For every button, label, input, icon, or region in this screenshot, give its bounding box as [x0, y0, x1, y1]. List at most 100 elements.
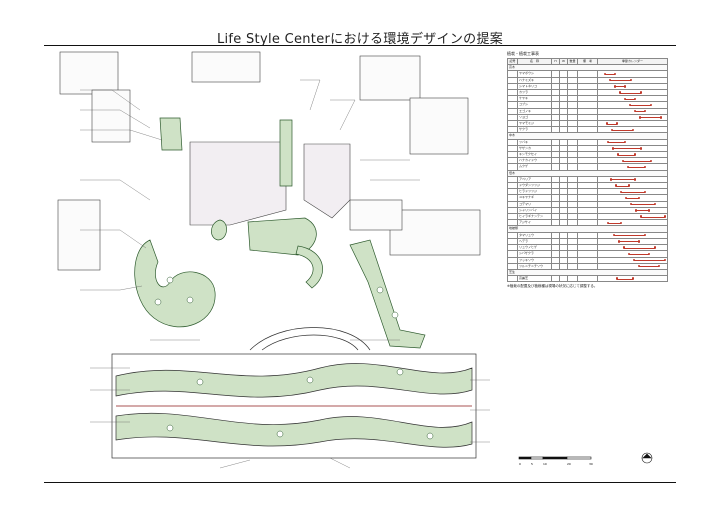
- season-dot: [617, 153, 620, 156]
- schedule-section-label: 芝生: [507, 268, 668, 277]
- season-dot: [644, 233, 647, 237]
- season-dot: [612, 147, 615, 150]
- season-bar: [619, 241, 639, 243]
- season-dot: [606, 122, 609, 125]
- schedule-row: フッキソウ: [507, 256, 668, 264]
- season-dot: [619, 91, 622, 94]
- terrace-outline: [303, 143, 351, 219]
- schedule-row: ツルニチニチソウ: [507, 262, 668, 270]
- site-plan: [57, 51, 490, 469]
- planting-schedule: 植栽・植栽工事表 記号 名 称 H W 数量 備 考 季節カレンダー 高木ヤマボ…: [507, 51, 668, 289]
- tree: [196, 378, 204, 386]
- season-bar: [624, 247, 655, 249]
- tree: [166, 424, 174, 432]
- season-bar: [623, 160, 651, 162]
- season-bar: [617, 278, 633, 280]
- calendar-cell: [597, 88, 668, 97]
- season-dot: [644, 109, 647, 113]
- season-dot: [635, 209, 638, 212]
- building-west: [57, 199, 101, 271]
- season-dot: [664, 215, 667, 218]
- season-bar: [620, 92, 641, 94]
- season-dot: [638, 240, 641, 243]
- building-east: [389, 209, 481, 256]
- median-upper: [115, 363, 473, 398]
- season-dot: [618, 240, 621, 243]
- season-bar: [621, 191, 645, 193]
- season-dot: [610, 178, 613, 181]
- season-bar: [610, 80, 631, 82]
- season-bar: [635, 111, 645, 113]
- calendar-cell: [597, 82, 668, 91]
- season-bar: [616, 185, 629, 187]
- season-dot: [613, 233, 616, 237]
- season-dot: [644, 165, 647, 169]
- calendar-cell: [597, 262, 668, 270]
- schedule-note: ※植栽の配置及び植栽種は現場の状況に応じて調整する。: [507, 284, 598, 289]
- season-bar: [625, 98, 635, 100]
- scale-bar: 0 5 10 20 30: [518, 452, 653, 466]
- schedule-cell: [567, 275, 578, 283]
- schedule-row: ヤマモミジ: [507, 120, 668, 128]
- season-bar: [629, 253, 649, 255]
- season-dot: [628, 252, 631, 255]
- season-dot: [625, 196, 628, 200]
- plant-name: 高麗芝: [517, 275, 552, 283]
- season-bar: [639, 266, 659, 268]
- season-bar: [605, 73, 615, 75]
- bottom-rule: [44, 482, 676, 483]
- schedule-cell: [559, 275, 568, 283]
- season-bar: [608, 142, 625, 144]
- season-dot: [628, 184, 631, 187]
- season-bar: [641, 216, 665, 218]
- schedule-row: アベリア: [507, 175, 668, 184]
- building-nw: [59, 51, 119, 95]
- season-dot: [627, 165, 630, 169]
- schedule-row: 高麗芝: [507, 275, 668, 283]
- season-dot: [624, 85, 627, 88]
- season-bar: [626, 197, 639, 199]
- season-dot: [658, 265, 661, 268]
- schedule-section-row: 高木: [507, 64, 668, 72]
- season-bar: [612, 129, 633, 131]
- season-bar: [634, 260, 665, 261]
- calendar-cell: [597, 76, 668, 84]
- schedule-row: コブシ: [507, 101, 668, 109]
- schedule-section-label: 高木: [507, 64, 668, 72]
- season-bar: [636, 210, 649, 212]
- season-dot: [644, 190, 647, 193]
- tree: [186, 296, 194, 304]
- schedule-section-row: 芝生: [507, 268, 668, 277]
- season-bar: [631, 204, 655, 206]
- arc-plaza-inner: [261, 334, 359, 351]
- season-dot: [616, 277, 619, 280]
- season-dot: [634, 178, 637, 181]
- tree: [426, 432, 434, 440]
- schedule-caption: 植栽・植栽工事表: [507, 51, 539, 56]
- season-dot: [609, 78, 612, 82]
- calendar-cell: [597, 256, 668, 264]
- season-bar: [608, 222, 621, 224]
- calendar-cell: [597, 107, 668, 115]
- schedule-row: シマトネリコ: [507, 82, 668, 91]
- season-dot: [633, 258, 636, 262]
- season-dot: [634, 97, 637, 100]
- building-ne-2: [409, 97, 469, 155]
- tree: [166, 276, 174, 284]
- calendar-cell: [597, 275, 668, 283]
- season-dot: [634, 109, 637, 113]
- season-dot: [615, 184, 618, 187]
- top-rule: [44, 45, 676, 46]
- season-dot: [630, 202, 633, 206]
- season-dot: [660, 116, 663, 119]
- tree: [276, 430, 284, 438]
- season-bar: [630, 104, 651, 106]
- calendar-cell: [597, 95, 668, 103]
- season-dot: [639, 116, 642, 119]
- building-north: [191, 51, 261, 83]
- season-dot: [638, 196, 641, 200]
- season-dot: [604, 72, 607, 76]
- page-title: Life Style Centerにおける環境デザインの提案: [216, 32, 504, 47]
- planting-bed-round: [295, 245, 323, 289]
- tree: [391, 311, 399, 319]
